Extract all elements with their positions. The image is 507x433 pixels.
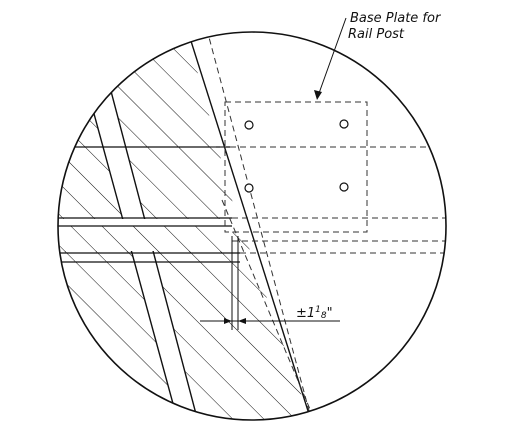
bolt-hole-top-left: [244, 120, 254, 130]
bolt-hole-bottom-right: [339, 182, 349, 192]
base-plate-outline: [224, 101, 368, 233]
dimension-frac-den: 8: [321, 311, 327, 321]
bolt-hole-bottom-left: [244, 183, 254, 193]
dimension-frac-num: 1: [315, 305, 321, 315]
hidden-line-diagonal-1: [198, 32, 316, 420]
dimension-suffix: ": [327, 306, 333, 321]
dimension-label: ±118": [296, 305, 333, 321]
edge-line-3: [177, 32, 316, 420]
callout-label-line2: Rail Post: [348, 27, 405, 42]
bolt-hole-top-right: [339, 119, 349, 129]
dim-arrow-left: [224, 318, 232, 324]
hatched-region-right: [87, 32, 315, 420]
hatch-fill-gap: [58, 226, 232, 253]
hatched-region-left: [58, 32, 181, 420]
dimension-prefix: ±1: [296, 306, 315, 321]
callout-arrowhead: [314, 90, 322, 100]
callout-label-line1: Base Plate for: [350, 11, 442, 26]
detail-circle-border: [57, 31, 447, 421]
callout-leader: [317, 17, 347, 97]
dim-arrow-right: [238, 318, 246, 324]
